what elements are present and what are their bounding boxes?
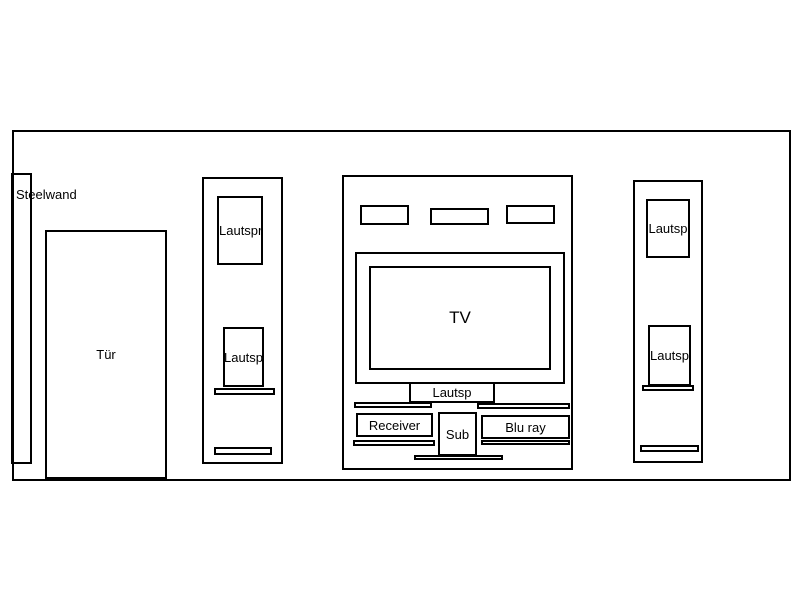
left-cabinet	[202, 177, 283, 464]
left-shelf	[214, 388, 275, 395]
top-box-3	[506, 205, 555, 224]
tv-label: TV	[449, 308, 471, 327]
left-speaker-bottom-label: Lautsp	[223, 349, 264, 365]
left-shelf-bottom	[214, 447, 272, 455]
top-box-2	[430, 208, 489, 225]
shelf-right-lower	[481, 440, 570, 445]
wall-outline	[12, 130, 791, 481]
steelwand-column	[11, 173, 32, 464]
bluray-player: Blu ray	[481, 415, 570, 439]
right-speaker-bottom-label: Lautsp	[649, 348, 690, 363]
shelf-bottom	[414, 455, 503, 460]
right-speaker-top-label: Lautsp	[648, 221, 688, 236]
tv-screen: TV	[369, 266, 551, 370]
left-speaker-top: Lautspr	[217, 196, 263, 265]
bluray-label: Blu ray	[505, 419, 546, 435]
right-cabinet	[633, 180, 703, 463]
right-shelf-bottom	[640, 445, 699, 452]
left-speaker-top-label: Lautspr	[219, 223, 263, 238]
left-speaker-bottom: Lautsp	[223, 327, 264, 387]
receiver: Receiver	[356, 413, 433, 437]
center-speaker: Lautsp	[409, 382, 495, 403]
sub-label: Sub	[445, 426, 470, 442]
shelf-left-lower	[353, 440, 435, 446]
shelf-right-upper	[477, 403, 570, 409]
door: Tür	[45, 230, 167, 479]
shelf-left-upper	[354, 402, 432, 408]
door-label: Tür	[96, 347, 116, 362]
top-box-1	[360, 205, 409, 225]
subwoofer: Sub	[438, 412, 477, 456]
center-cabinet	[342, 175, 573, 470]
right-speaker-top: Lautsp	[646, 199, 690, 258]
receiver-label: Receiver	[368, 417, 421, 433]
steelwand-label: Steelwand	[16, 187, 77, 202]
right-speaker-bottom: Lautsp	[648, 325, 691, 386]
right-shelf	[642, 385, 694, 391]
center-speaker-label: Lautsp	[432, 385, 472, 400]
